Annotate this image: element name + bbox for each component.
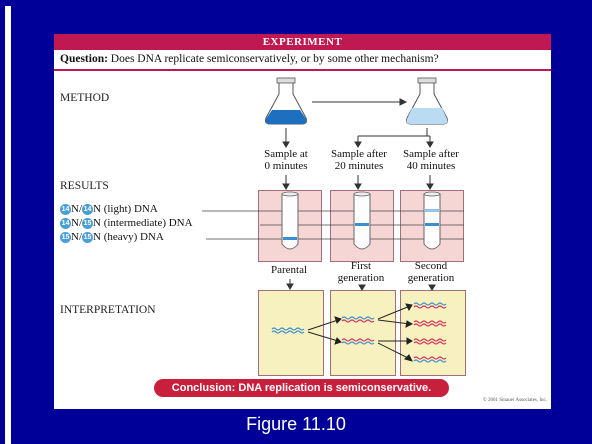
flask-icon (265, 77, 307, 125)
flask-icon (406, 77, 448, 125)
dna-strands (271, 302, 447, 363)
gen-label-parental: Parental (270, 264, 308, 276)
tube-icon (353, 191, 371, 250)
slide: EXPERIMENT Question: Does DNA replicate … (54, 34, 551, 409)
question-label: Question: (60, 53, 108, 65)
sample-arrows (282, 128, 434, 190)
interp-panel-first (330, 290, 396, 376)
tube-icon (281, 191, 299, 250)
experiment-diagram (202, 77, 464, 363)
transfer-arrow (312, 98, 408, 106)
interp-arrows (286, 279, 436, 291)
figure-caption: Figure 11.10 (246, 414, 346, 434)
question: Question: Does DNA replicate semiconserv… (60, 51, 548, 67)
left-stripe (5, 6, 11, 444)
method-label: METHOD (60, 92, 110, 104)
conclusion-banner: Conclusion: DNA replication is semiconse… (154, 379, 449, 397)
question-rule (54, 69, 551, 71)
experiment-header: EXPERIMENT (54, 34, 551, 50)
tube-icon (423, 191, 441, 250)
interpretation-label: INTERPRETATION (60, 304, 156, 316)
results-label: RESULTS (60, 180, 109, 192)
replication-arrows (307, 303, 414, 362)
question-text: Does DNA replicate semiconservatively, o… (110, 53, 439, 65)
copyright: © 2001 Sinauer Associates, Inc. (482, 398, 547, 403)
